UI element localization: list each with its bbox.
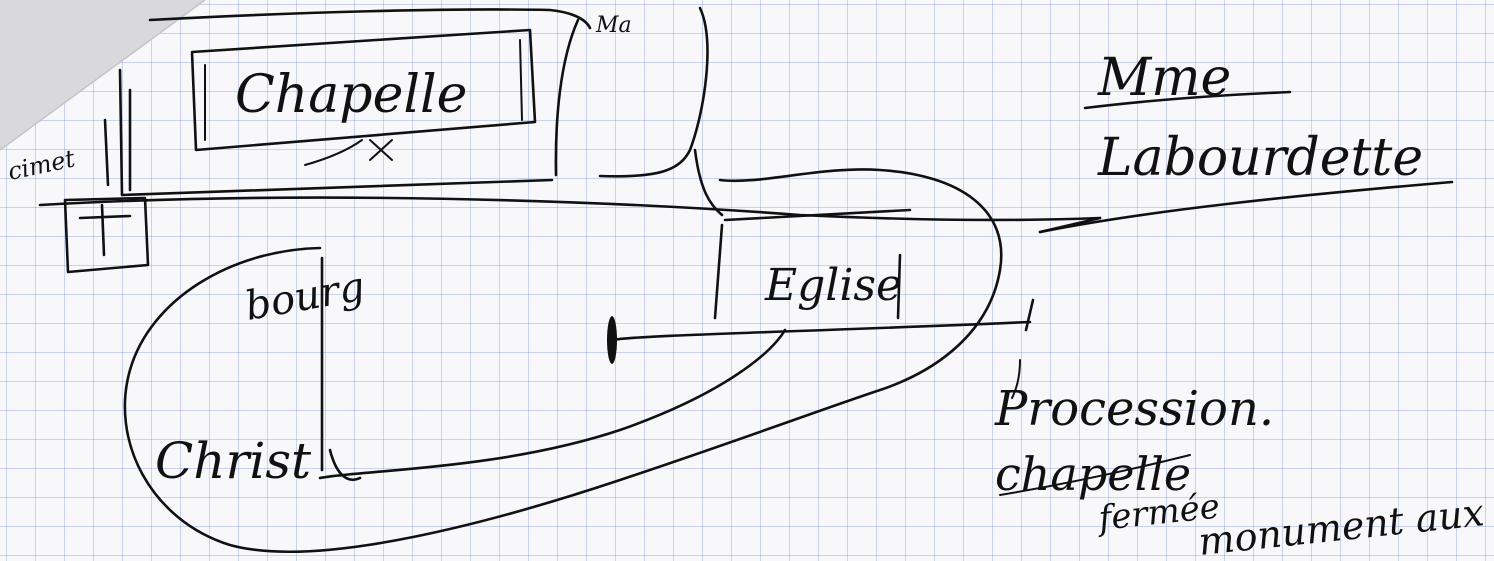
label-annotation-line1: Mme (1097, 48, 1231, 108)
label-christ: Christ (155, 432, 312, 490)
label-cimetiere: cimet (5, 144, 77, 186)
start-marker (607, 316, 617, 364)
pointer-arrow (1012, 218, 1100, 398)
note-line-4: monument aux mor (1196, 481, 1494, 561)
label-annotation-line2: Labourdette (1097, 128, 1423, 188)
procession-route (125, 169, 1033, 551)
cross-mark-icon (370, 140, 392, 160)
label-chapelle: Chapelle (235, 65, 467, 125)
label-top-note: Ma (595, 13, 632, 38)
procession-notes: Procession. chapelle fermée monument aux… (994, 381, 1494, 561)
label-eglise: Eglise (764, 260, 902, 311)
note-line-1: Procession. (994, 381, 1274, 437)
label-bourg: bourg (242, 264, 368, 330)
cemetery-cross-box (65, 198, 148, 272)
